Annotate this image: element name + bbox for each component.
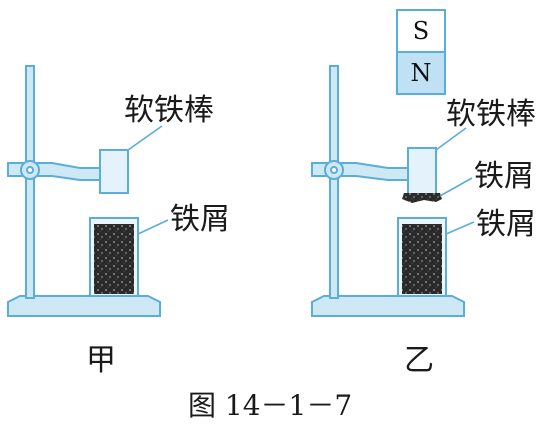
right-stand-base: [311, 295, 465, 317]
right-panel-label: 乙: [404, 343, 434, 378]
figure-caption: 图 14－1－7: [188, 389, 353, 422]
left-soft-iron-rod: [99, 149, 129, 194]
magnet-n-label: N: [410, 59, 432, 87]
left-stand-base: [7, 295, 161, 317]
right-attracted-filings: [402, 193, 442, 203]
left-stand-rod: [25, 65, 35, 299]
right-soft-iron-rod: [407, 147, 437, 195]
right-attracted-filings-leader-line: [439, 177, 473, 197]
magnet-s-label: S: [412, 17, 430, 45]
bar-magnet: [396, 9, 446, 95]
right-attracted-filings-label: 铁屑: [474, 159, 534, 194]
left-iron-filings: [94, 224, 134, 294]
right-rod-label: 软铁棒: [446, 97, 536, 132]
right-stand-rod: [329, 65, 339, 299]
left-panel-label: 甲: [86, 343, 116, 378]
right-filings-label: 铁屑: [476, 207, 536, 242]
left-filings-label: 铁屑: [170, 202, 230, 237]
magnet-n-pole: [396, 51, 446, 95]
left-filings-leader-line: [137, 219, 169, 235]
right-filings-leader-line: [445, 221, 475, 235]
right-iron-filings: [402, 224, 442, 294]
left-rod-leader-line: [127, 125, 163, 151]
right-rod-leader-line: [435, 127, 467, 151]
left-rod-label: 软铁棒: [124, 93, 214, 128]
